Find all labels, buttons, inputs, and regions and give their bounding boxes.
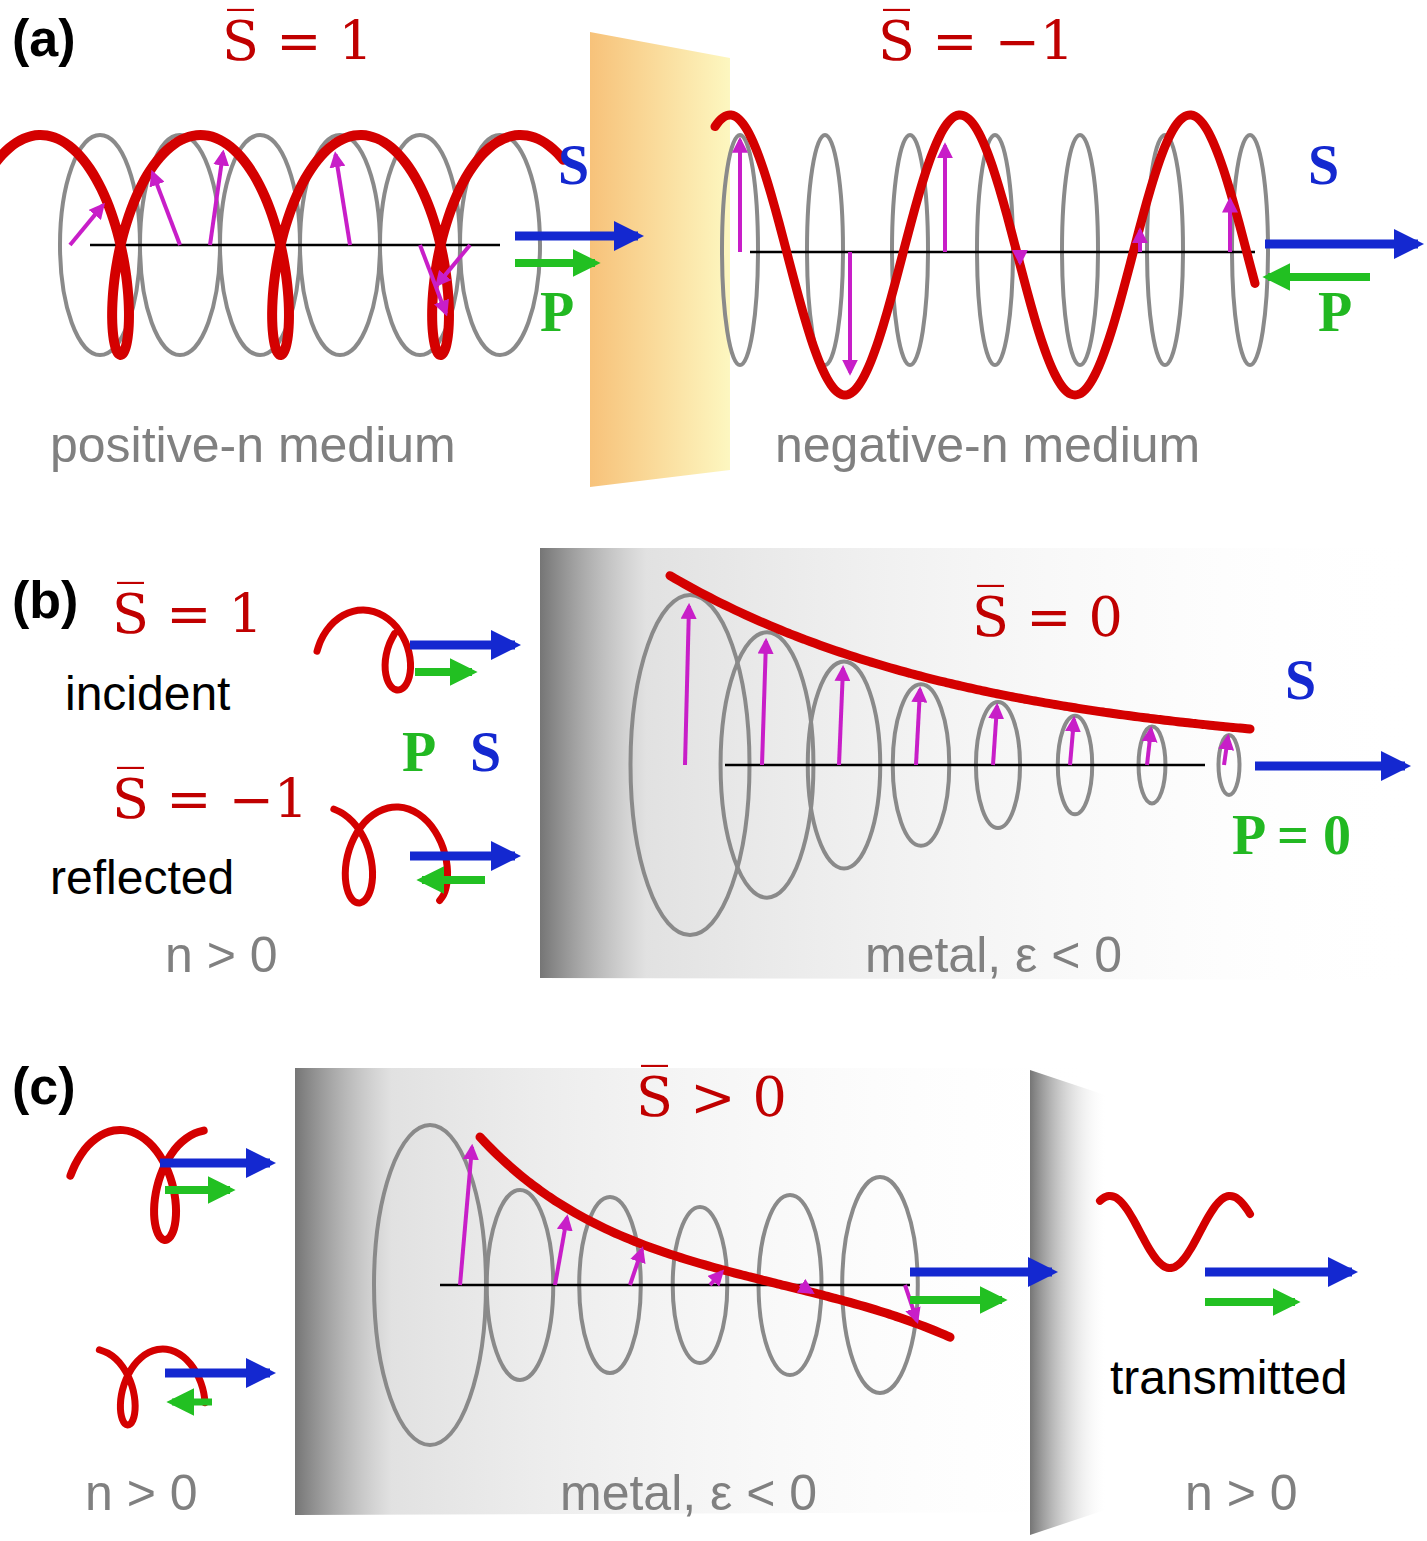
poynting-arrow — [1265, 240, 1418, 249]
propagation-axis — [750, 251, 1255, 254]
poynting-arrow — [1205, 1268, 1352, 1277]
chirality-value: S̅ = −1 — [112, 770, 308, 829]
momentum-arrow — [422, 876, 485, 884]
vector-symbol: P — [402, 722, 436, 784]
field-vector — [335, 154, 350, 245]
field-curve — [670, 576, 1250, 729]
momentum-arrow — [910, 1296, 1002, 1304]
interface-plane — [590, 32, 730, 487]
field-vector — [153, 173, 180, 245]
wave-label: reflected — [50, 852, 234, 905]
wave-label: transmitted — [1110, 1352, 1347, 1405]
field-vector — [437, 245, 470, 285]
field-curve — [99, 1349, 205, 1425]
field-vector — [993, 706, 997, 765]
field-ring — [1219, 735, 1240, 795]
vector-symbol: S — [470, 722, 501, 784]
poynting-arrow — [160, 1159, 270, 1168]
field-ring — [722, 135, 758, 365]
momentum-arrow — [1268, 273, 1370, 281]
chirality-value: S̅ > 0 — [636, 1068, 787, 1127]
poynting-arrow — [515, 232, 638, 241]
field-vector — [420, 245, 446, 313]
panel-letter: (b) — [12, 572, 78, 629]
momentum-arrow — [165, 1186, 230, 1194]
field-vector — [685, 606, 689, 765]
momentum-arrow — [1205, 1298, 1295, 1306]
poynting-arrow — [165, 1369, 270, 1378]
field-vector — [738, 140, 742, 252]
field-vector — [710, 1272, 722, 1285]
medium-label: n > 0 — [1185, 1466, 1298, 1521]
momentum-arrow — [415, 668, 472, 676]
field-vector — [460, 1147, 472, 1285]
medium-label: positive-n medium — [50, 418, 456, 473]
field-vector — [210, 153, 223, 245]
chirality-value: S̅ = −1 — [878, 12, 1074, 71]
field-curve — [1100, 1196, 1250, 1268]
chirality-value: S̅ = 1 — [112, 585, 263, 644]
field-vector — [1070, 719, 1074, 765]
field-vector — [630, 1249, 642, 1285]
field-curve — [0, 135, 563, 355]
poynting-arrow — [1255, 762, 1405, 771]
poynting-arrow — [410, 852, 515, 861]
propagation-axis — [725, 764, 1205, 767]
vector-symbol: S — [1308, 135, 1339, 197]
medium-label: n > 0 — [165, 928, 278, 983]
propagation-axis — [440, 1284, 910, 1287]
field-vector — [839, 668, 843, 765]
medium-label: metal, ε < 0 — [560, 1466, 817, 1521]
field-vector — [1018, 252, 1022, 263]
vector-symbol: P — [540, 282, 574, 344]
vector-symbol: S — [1285, 650, 1316, 712]
chirality-value: S̅ = 1 — [222, 12, 373, 71]
vector-symbol: P = 0 — [1232, 805, 1351, 867]
wave-label: incident — [65, 668, 230, 721]
field-vector — [1138, 230, 1142, 252]
medium-label: n > 0 — [85, 1466, 198, 1521]
poynting-arrow — [910, 1268, 1052, 1277]
field-vector — [800, 1285, 812, 1292]
chirality-value: S̅ = 0 — [972, 588, 1123, 647]
field-vector — [943, 145, 947, 252]
field-curve — [480, 1137, 950, 1337]
medium-label: negative-n medium — [775, 418, 1200, 473]
field-vector — [762, 641, 766, 765]
field-vector — [848, 252, 852, 372]
poynting-arrow — [410, 641, 515, 650]
metal-boundary — [1030, 1070, 1105, 1535]
vector-symbol: S — [558, 135, 589, 197]
field-vector — [1147, 729, 1151, 765]
field-vector — [70, 205, 103, 245]
field-curve — [715, 115, 1255, 395]
metal-region — [295, 1068, 1100, 1515]
field-vector — [1228, 200, 1232, 252]
vector-symbol: P — [1318, 282, 1352, 344]
field-vector — [1224, 737, 1228, 765]
panel-letter: (c) — [12, 1058, 76, 1115]
field-ring — [1062, 135, 1098, 365]
field-vector — [555, 1217, 567, 1285]
field-curve — [70, 1130, 203, 1240]
momentum-arrow — [515, 259, 595, 267]
field-curve — [317, 610, 411, 690]
medium-label: metal, ε < 0 — [865, 928, 1122, 983]
panel-letter: (a) — [12, 10, 76, 67]
momentum-arrow — [172, 1399, 212, 1406]
metal-region — [540, 548, 1427, 980]
field-vector — [916, 689, 920, 765]
